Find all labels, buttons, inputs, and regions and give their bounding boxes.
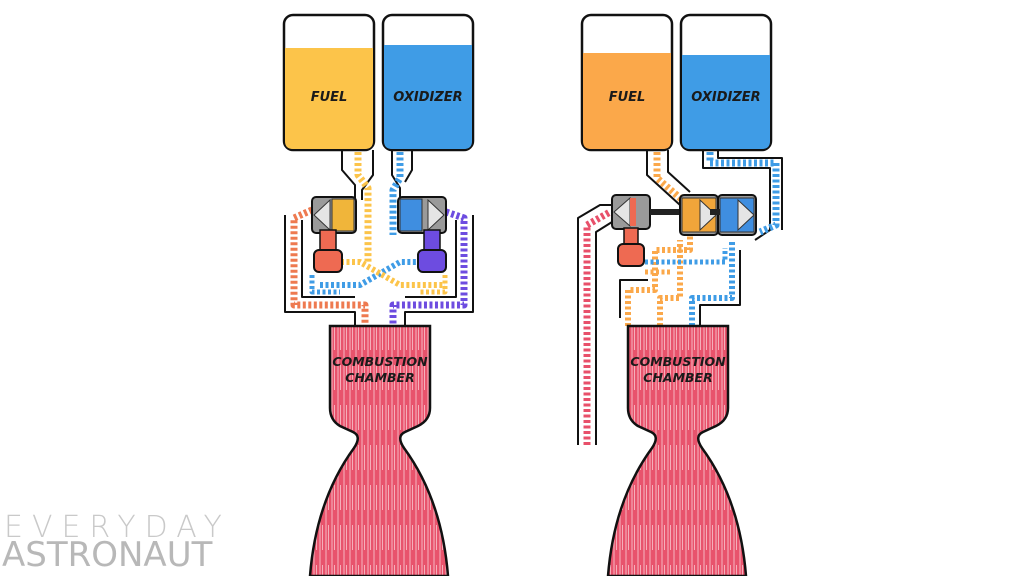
left-oxidizer-turbopump	[397, 196, 447, 273]
left-plumbing	[284, 150, 474, 328]
left-chamber-label-line2: CHAMBER	[345, 370, 414, 385]
left-oxidizer-label: OXIDIZER	[393, 90, 462, 105]
watermark-line1: EVERYDAY	[4, 510, 231, 545]
left-fuel-label: FUEL	[311, 90, 348, 105]
watermark-line2: ASTRONAUT	[2, 535, 213, 575]
left-fuel-turbopump	[311, 196, 357, 273]
left-combustion-chamber: COMBUSTION CHAMBER	[308, 324, 450, 576]
right-combustion-chamber: COMBUSTION CHAMBER	[606, 324, 748, 576]
right-chamber-label-line1: COMBUSTION	[630, 354, 726, 369]
right-plumbing	[577, 150, 783, 445]
right-shaft	[650, 209, 680, 215]
left-engine: FUEL OXIDIZER	[282, 13, 475, 576]
right-chamber-label-line2: CHAMBER	[643, 370, 712, 385]
right-fuel-tank: FUEL	[580, 13, 674, 152]
right-oxidizer-tank: OXIDIZER	[679, 13, 773, 152]
right-oxidizer-pump	[710, 194, 757, 236]
left-fuel-tank: FUEL	[282, 13, 376, 152]
right-fuel-label: FUEL	[609, 90, 646, 105]
right-turbine	[611, 194, 651, 267]
right-oxidizer-label: OXIDIZER	[691, 90, 760, 105]
right-engine: FUEL OXIDIZER	[577, 13, 783, 576]
left-oxidizer-tank: OXIDIZER	[381, 13, 475, 152]
right-fuel-pump	[679, 194, 719, 236]
left-chamber-label-line1: COMBUSTION	[332, 354, 428, 369]
